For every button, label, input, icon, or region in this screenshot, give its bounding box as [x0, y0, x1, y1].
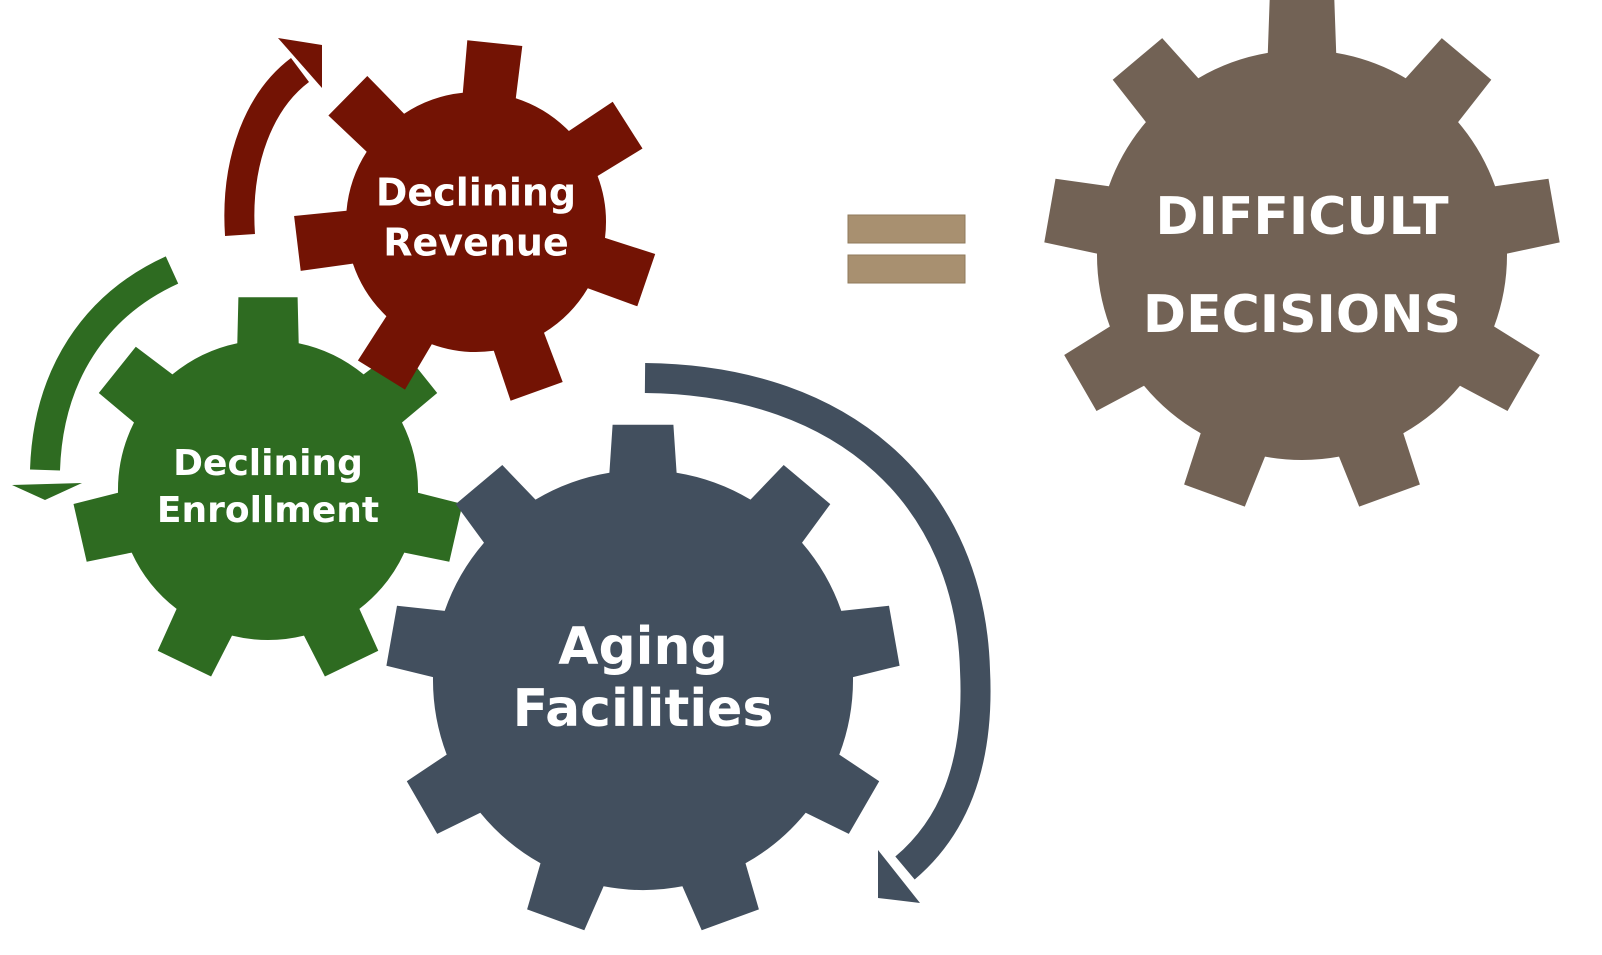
facilities-gear-icon: [386, 424, 900, 931]
declining-enrollment-gear: Declining Enrollment: [73, 297, 463, 677]
equals-bar-top: [847, 214, 966, 244]
revenue-label-line1: Declining: [376, 171, 576, 215]
declining-revenue-gear: Declining Revenue: [294, 40, 656, 401]
difficult-decisions-gear: DIFFICULT DECISIONS: [1044, 0, 1560, 507]
facilities-cycle-arrow: [644, 363, 991, 880]
equals-bar-bottom: [847, 254, 966, 284]
enrollment-label-line2: Enrollment: [157, 490, 379, 531]
revenue-gear-icon: [294, 40, 656, 401]
enrollment-label-line1: Declining: [173, 443, 363, 484]
decisions-gear-icon: [1044, 0, 1560, 507]
decisions-label-line1: DIFFICULT: [1155, 187, 1449, 247]
revenue-cycle-arrow: [224, 58, 310, 236]
revenue-arrowhead: [278, 38, 322, 88]
decisions-label-line2: DECISIONS: [1143, 285, 1461, 345]
enrollment-cycle-arrow: [30, 256, 179, 471]
facilities-arrowhead: [878, 850, 920, 903]
aging-facilities-gear: Aging Facilities: [386, 424, 900, 931]
revenue-label-line2: Revenue: [383, 221, 568, 265]
facilities-label-line2: Facilities: [513, 679, 774, 739]
equals-sign: [847, 214, 966, 284]
facilities-label-line1: Aging: [558, 617, 728, 677]
enrollment-arrowhead: [12, 483, 82, 500]
enrollment-gear-icon: [73, 297, 463, 677]
